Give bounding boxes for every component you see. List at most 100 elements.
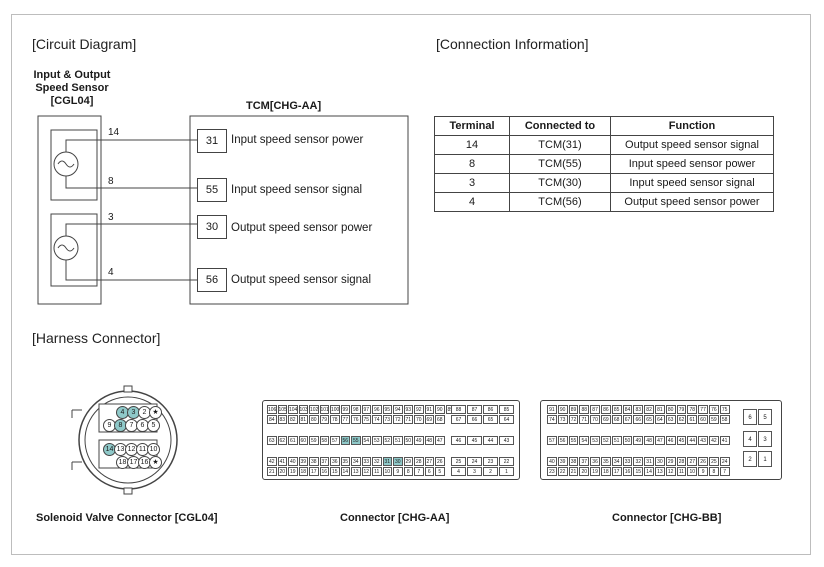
connector-pin: 73 [382,415,392,424]
connector-pin: 38 [309,457,319,466]
connector-pin: 62 [676,415,687,424]
connector-pin: 31 [382,457,392,466]
connector-pin: ★ [149,406,162,419]
connector-pin: 32 [633,457,644,466]
tcm-box [189,115,409,305]
connector-pin: 6 [424,467,434,476]
connector-pin: 47 [655,436,665,445]
connector-pin: 9 [698,467,708,476]
connector-pin: 88 [451,405,466,414]
connector-pin: 11 [372,467,382,476]
connector-pin: 39 [298,457,308,466]
connector-pin: 29 [665,457,676,466]
connector-pin: 98 [351,405,361,414]
connector-pin: 3 [467,467,482,476]
table-cell: TCM(56) [509,192,611,212]
connector-pin: 24 [719,457,730,466]
table-cell: Output speed sensor power [610,192,774,212]
connector-pin: 52 [601,436,611,445]
sensor-heading-line2: Speed Sensor [35,82,109,94]
tcm-pin: 55 [197,178,227,202]
connector-pin: 24 [467,457,482,466]
connector-pin: 55 [351,436,361,445]
connector-pin: 71 [579,415,590,424]
connector-pin: 86 [601,405,611,414]
connector-pin: 46 [451,436,466,445]
connector-pin: 67 [622,415,633,424]
tcm-pin: 31 [197,129,227,153]
wire-number: 14 [108,127,120,138]
connector-pin: 80 [309,415,319,424]
connector-pin: 57 [547,436,557,445]
connector-pin: 46 [665,436,676,445]
connector-pin: 63 [267,436,277,445]
connector-pin: 90 [435,405,445,414]
connector-pin: 27 [687,457,698,466]
connector-pin: 39 [557,457,568,466]
table-header-row: Terminal Connected to Function [434,116,774,136]
connector-pin: 27 [424,457,434,466]
connector-pin: 12 [665,467,676,476]
connector-pin: 5 [435,467,445,476]
connector-pin: 54 [361,436,371,445]
connector-pin: 48 [644,436,654,445]
connector-pin: 68 [435,415,445,424]
connector-pin: 17 [611,467,622,476]
connector-pin: 16 [622,467,633,476]
connector-pin: 54 [579,436,590,445]
connector-pin: 70 [414,415,424,424]
connector-pin: 8 [709,467,719,476]
connector-pin: 56 [557,436,568,445]
connector-pin: 5 [147,419,160,432]
connector-pin: 69 [424,415,434,424]
connector-pin: 18 [298,467,308,476]
connector-pin: 36 [330,457,340,466]
input-speed-sensor [50,129,98,201]
connector-pin: 104 [288,405,298,414]
connector-pin: 76 [709,405,719,414]
connector-pin: 25 [709,457,719,466]
connector-pin: 71 [403,415,413,424]
connector-pin: 77 [340,415,350,424]
connector-pin: 60 [298,436,308,445]
connector-pin: 13 [351,467,361,476]
connector-pin: 62 [277,436,287,445]
connector-pin: 52 [382,436,392,445]
connector-pin: 4 [743,431,757,447]
connector-pin: 15 [633,467,644,476]
table-row: 8 TCM(55) Input speed sensor power [434,154,774,174]
connector-pin: 81 [298,415,308,424]
connector-pin: 40 [547,457,557,466]
connector-pin: 59 [709,415,719,424]
tcm-heading: TCM[CHG-AA] [246,100,322,112]
connector-pin: 66 [633,415,644,424]
connector-pin: 75 [361,415,371,424]
output-speed-sensor [50,213,98,287]
connector-pin: 22 [557,467,568,476]
connector-pin: 5 [758,409,772,425]
connector-pin: 8 [114,419,127,432]
connector-pin: 73 [557,415,568,424]
connector-pin: 58 [719,415,730,424]
tcm-pin-label: Output speed sensor power [231,222,373,234]
connector-pin: 1 [499,467,514,476]
connector-pin: 2 [743,451,757,467]
sensor-heading: Input & Output Speed Sensor [CGL04] [22,69,122,108]
chg-bb-connector-caption: Connector [CHG-BB] [612,512,722,524]
tcm-pin-label: Input speed sensor signal [231,184,363,196]
connector-pin: 67 [451,415,466,424]
connector-pin: 38 [568,457,579,466]
connector-pin: 45 [467,436,482,445]
connector-pin: 15 [330,467,340,476]
chg-aa-connector-caption: Connector [CHG-AA] [340,512,450,524]
connector-pin: 87 [467,405,482,414]
connector-pin: 17 [309,467,319,476]
connector-pin: 90 [557,405,568,414]
connector-pin: 51 [611,436,622,445]
connector-pin: 83 [633,405,644,414]
connector-pin: 59 [309,436,319,445]
connector-pin: 10 [147,443,160,456]
